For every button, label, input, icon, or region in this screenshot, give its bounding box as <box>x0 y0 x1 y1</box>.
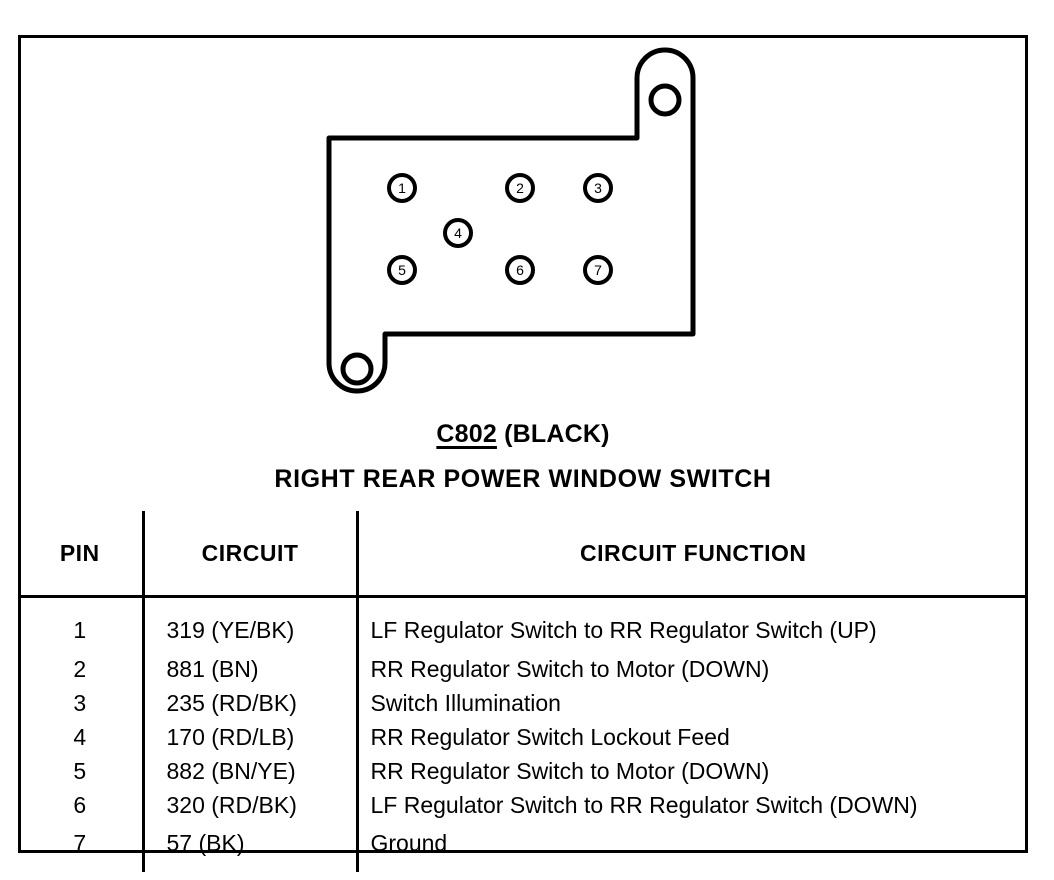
cell-circuit-function: RR Regulator Switch Lockout Feed <box>370 724 730 750</box>
cell-circuit: 170 (RD/LB) <box>143 720 359 754</box>
top-right-mounting-hole <box>648 83 682 117</box>
cell-circuit: 882 (BN/YE) <box>143 754 359 788</box>
cell-pin: 4 <box>18 720 145 754</box>
cell-circuit-function: LF Regulator Switch to RR Regulator Swit… <box>370 792 918 818</box>
cell-circuit-function: LF Regulator Switch to RR Regulator Swit… <box>370 617 877 643</box>
column-header-pin: PIN <box>18 511 145 598</box>
pin-cavity-label-1: 1 <box>398 180 406 196</box>
cell-pin: 5 <box>18 754 145 788</box>
table-row: 4 170 (RD/LB) RR Regulator Switch Lockou… <box>18 720 1028 754</box>
cell-pin: 7 <box>18 822 145 872</box>
table-row: 7 57 (BK) Ground <box>18 822 1028 872</box>
connector-id-line: C802 (BLACK) <box>21 418 1025 450</box>
cell-circuit-function: RR Regulator Switch to Motor (DOWN) <box>370 656 770 682</box>
cell-circuit: 235 (RD/BK) <box>143 686 359 720</box>
connector-caption: C802 (BLACK) RIGHT REAR POWER WINDOW SWI… <box>21 418 1025 494</box>
pin-cavity-label-4: 4 <box>454 225 462 241</box>
pin-cavity-label-6: 6 <box>516 262 524 278</box>
pin-cavity-3 <box>583 173 613 203</box>
pin-cavity-4 <box>443 218 473 248</box>
bottom-left-mounting-hole <box>340 352 374 386</box>
pin-cavity-2 <box>505 173 535 203</box>
pin-cavity-label-3: 3 <box>594 180 602 196</box>
column-header-circuit: CIRCUIT <box>143 511 359 598</box>
diagram-outer-border <box>18 35 1028 853</box>
pin-function-table: PIN CIRCUIT CIRCUIT FUNCTION 1 319 (YE/B… <box>18 511 1028 872</box>
cell-pin: 6 <box>18 788 145 822</box>
cell-pin: 1 <box>18 596 145 652</box>
pin-table-header: PIN CIRCUIT CIRCUIT FUNCTION <box>18 511 1028 598</box>
column-header-circuit-function: CIRCUIT FUNCTION <box>357 511 1028 598</box>
table-row: 2 881 (BN) RR Regulator Switch to Motor … <box>18 652 1028 686</box>
connector-illustration: 1 2 3 4 5 6 7 <box>18 38 1028 503</box>
pin-cavity-7 <box>583 255 613 285</box>
cell-pin: 3 <box>18 686 145 720</box>
connector-id: C802 <box>436 420 497 448</box>
pin-cavity-1 <box>387 173 417 203</box>
cell-circuit: 319 (YE/BK) <box>143 596 359 652</box>
table-row: 1 319 (YE/BK) LF Regulator Switch to RR … <box>18 596 1028 652</box>
cell-circuit-function: RR Regulator Switch to Motor (DOWN) <box>370 758 770 784</box>
cell-circuit: 57 (BK) <box>143 822 359 872</box>
pin-cavity-label-7: 7 <box>594 262 602 278</box>
connector-body-silhouette <box>326 47 696 394</box>
pin-cavity-label-5: 5 <box>398 262 406 278</box>
pin-cavity-label-2: 2 <box>516 180 524 196</box>
table-header-row: PIN CIRCUIT CIRCUIT FUNCTION <box>18 511 1028 598</box>
cell-circuit-function: Switch Illumination <box>370 690 561 716</box>
pin-table-body: 1 319 (YE/BK) LF Regulator Switch to RR … <box>18 596 1028 872</box>
cell-circuit: 881 (BN) <box>143 652 359 686</box>
connector-color: (BLACK) <box>504 420 610 448</box>
pin-cavity-6 <box>505 255 535 285</box>
cell-circuit-function: Ground <box>370 830 448 856</box>
pin-cavity-group: 1 2 3 4 5 6 7 <box>387 173 613 285</box>
connector-drawing-svg: 1 2 3 4 5 6 7 <box>326 47 696 394</box>
table-row: 6 320 (RD/BK) LF Regulator Switch to RR … <box>18 788 1028 822</box>
table-row: 3 235 (RD/BK) Switch Illumination <box>18 686 1028 720</box>
cell-pin: 2 <box>18 652 145 686</box>
table-row: 5 882 (BN/YE) RR Regulator Switch to Mot… <box>18 754 1028 788</box>
connector-name: RIGHT REAR POWER WINDOW SWITCH <box>274 465 772 493</box>
pin-cavity-5 <box>387 255 417 285</box>
cell-circuit: 320 (RD/BK) <box>143 788 359 822</box>
